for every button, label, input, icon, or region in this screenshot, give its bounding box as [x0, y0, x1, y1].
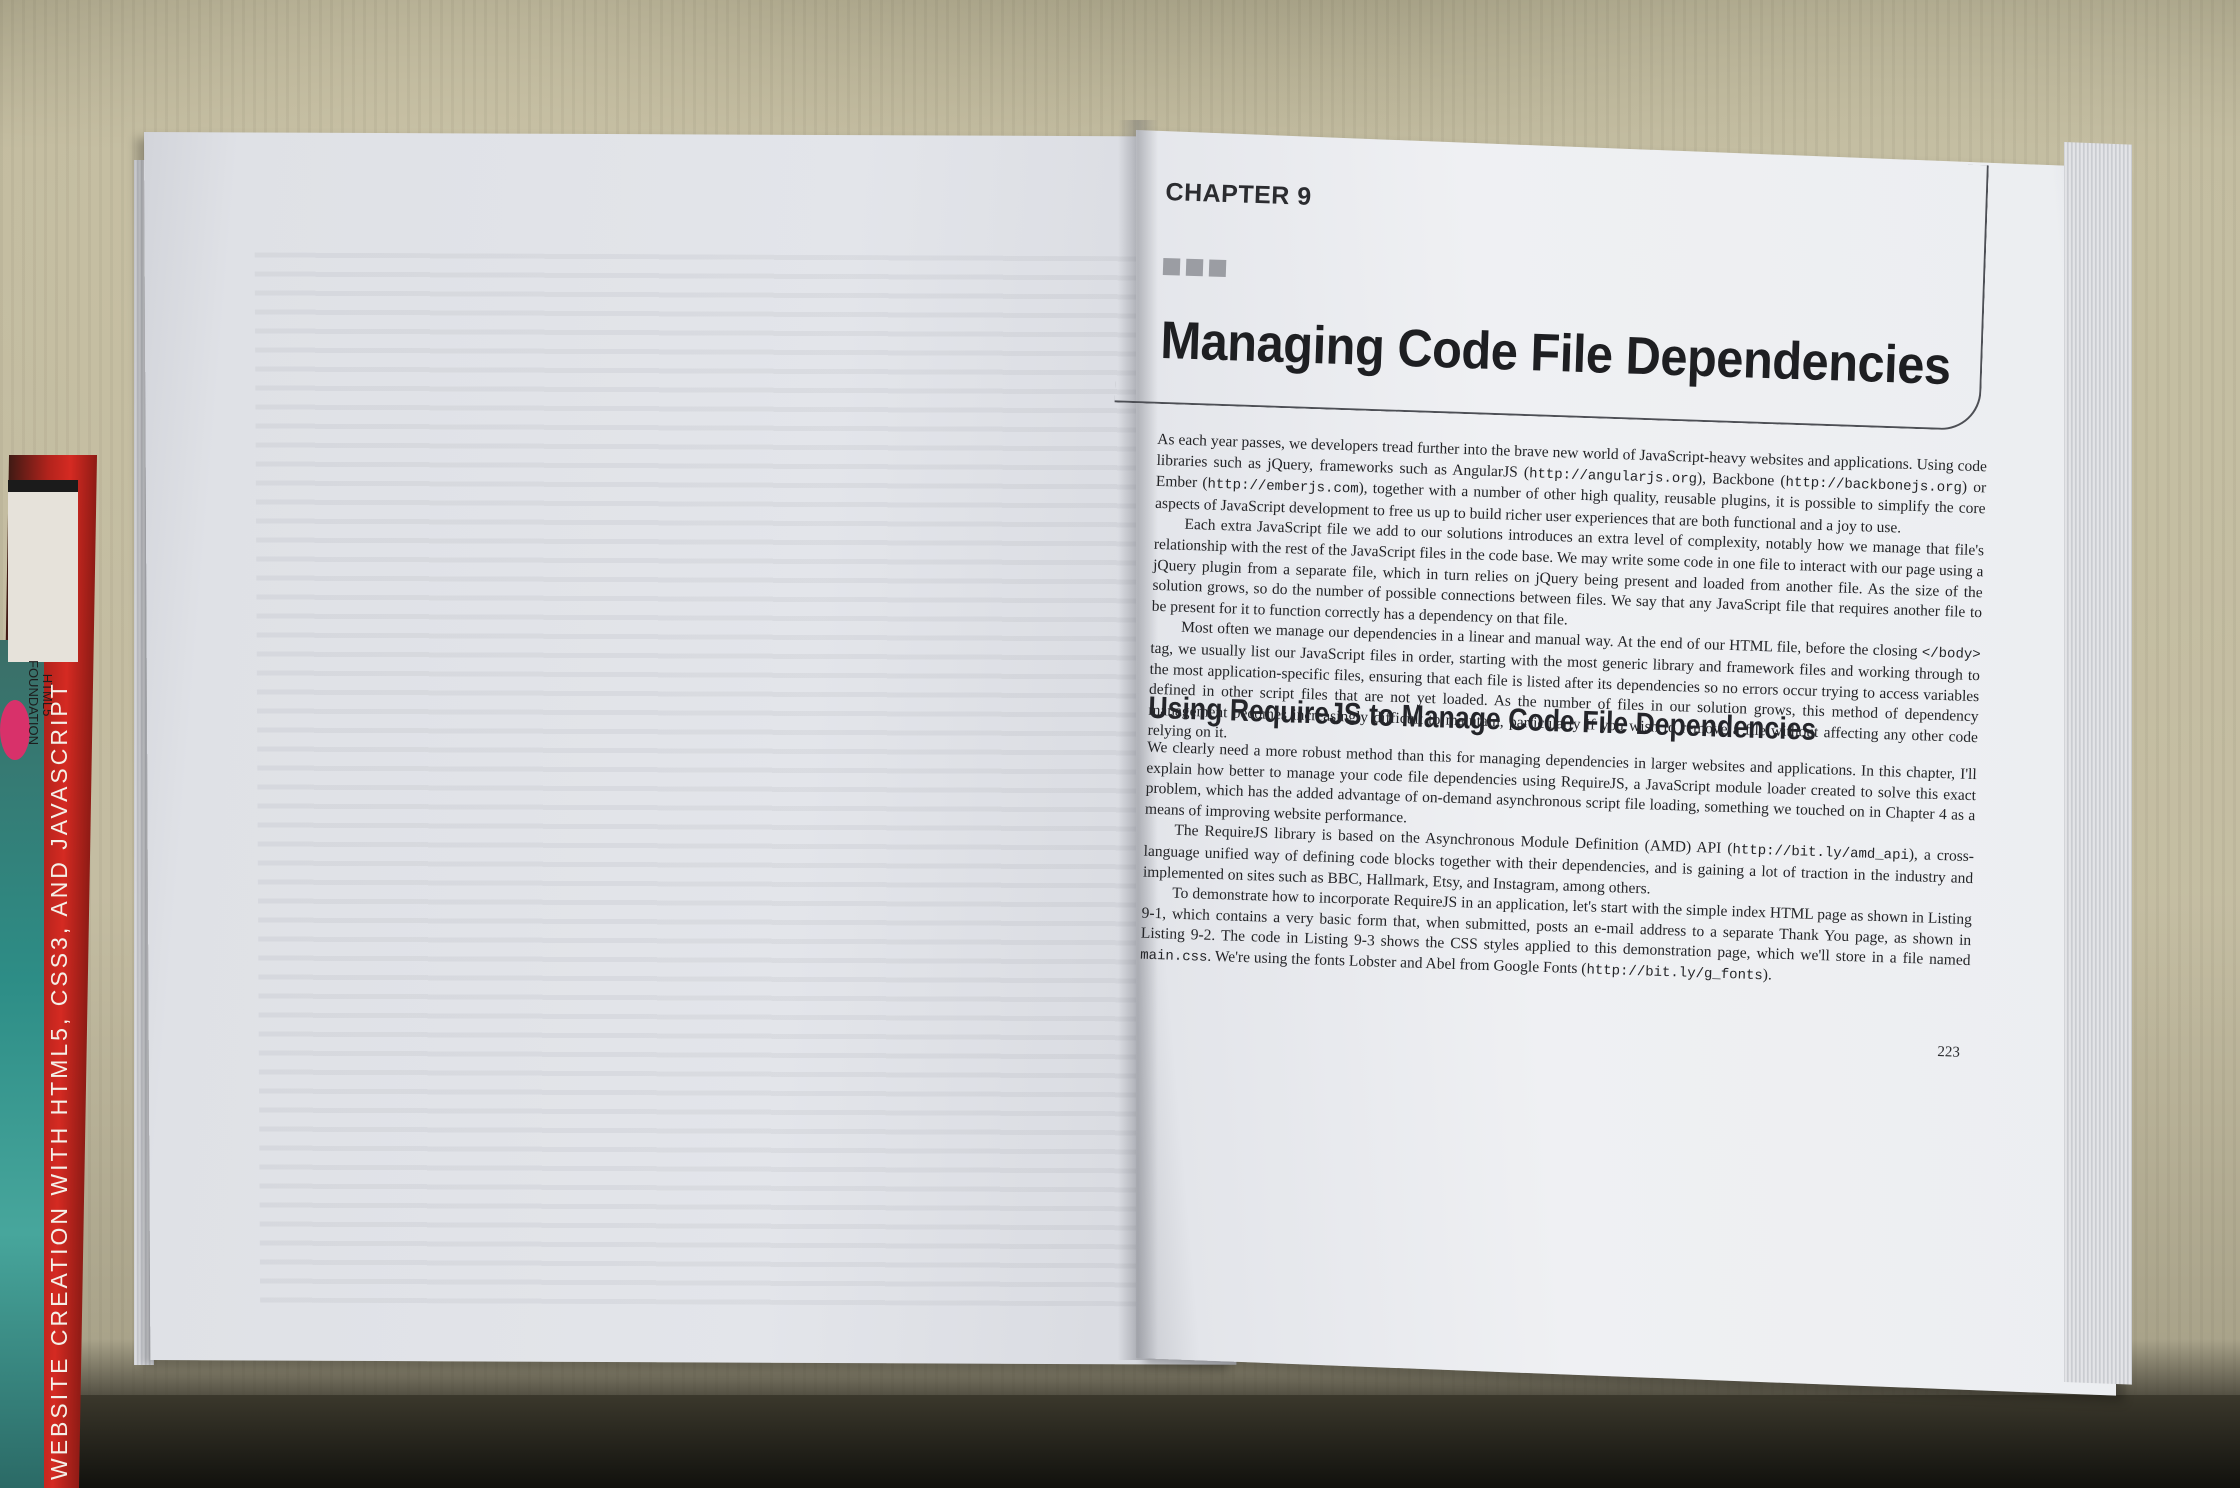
page-number: 223 [1937, 1044, 1961, 1061]
code-text: http://angularjs.org [1528, 465, 1698, 488]
section-text: We clearly need a more robust method tha… [1140, 738, 1977, 994]
square-marker [1185, 258, 1204, 277]
square-marker [1208, 259, 1227, 278]
code-text: main.css [1139, 947, 1208, 966]
square-marker [1162, 257, 1181, 276]
right-page-stack [2064, 142, 2132, 1385]
right-page-content: CHAPTER 9 Managing Code File Dependencie… [1114, 136, 1996, 1385]
side-book-cover [0, 640, 44, 1488]
table-shadow [0, 1395, 2240, 1488]
text-run: ). [1762, 966, 1773, 984]
code-text: http://emberjs.com [1207, 476, 1359, 498]
open-book: CHAPTER 9 Managing Code File Dependencie… [106, 112, 2146, 1396]
side-book-flower-graphic [0, 700, 30, 760]
text-run: ), Backbone ( [1696, 469, 1786, 490]
code-text: http://bit.ly/g_fonts [1586, 962, 1764, 985]
code-text: http://backbonejs.org [1785, 474, 1963, 497]
left-page [144, 132, 1237, 1365]
side-book-label [8, 480, 78, 662]
code-text: http://bit.ly/amd_api [1732, 842, 1910, 865]
chapter-label: CHAPTER 9 [1165, 178, 1313, 211]
code-text: </body> [1921, 645, 1981, 664]
side-book-title: WEBSITE CREATION WITH HTML5, CSS3, AND J… [46, 681, 72, 1480]
book-gutter [1118, 120, 1158, 1360]
show-through-text [254, 252, 1191, 1307]
chapter-squares [1162, 257, 1233, 278]
